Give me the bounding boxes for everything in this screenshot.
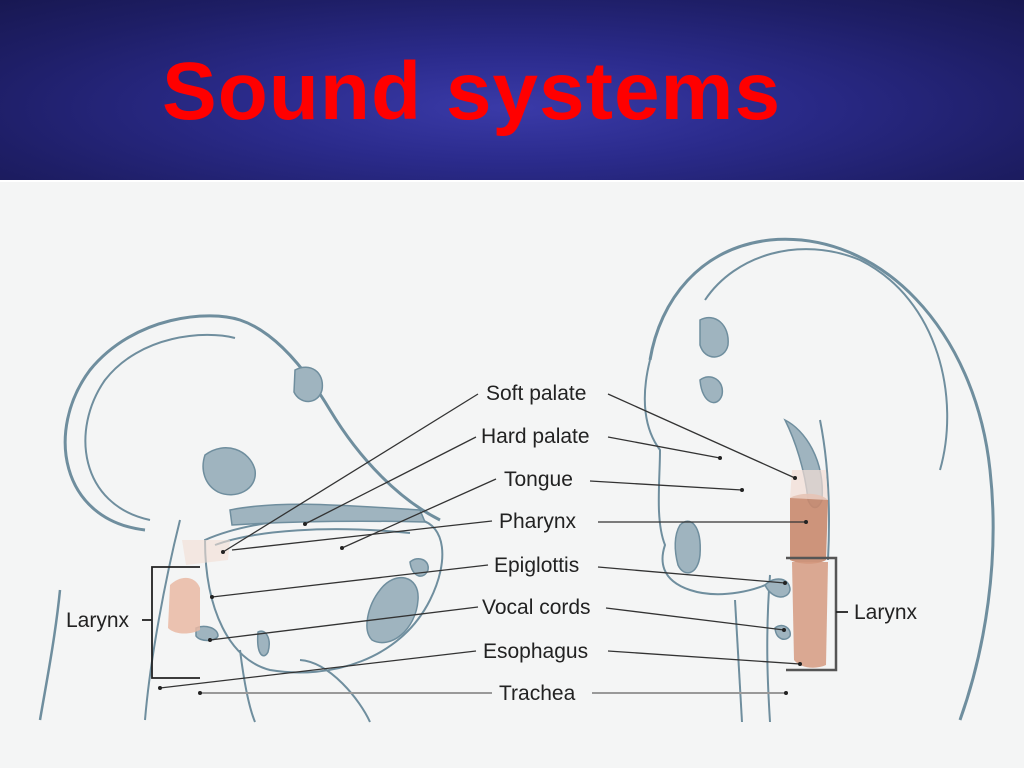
label-tongue: Tongue <box>504 468 573 491</box>
label-hard-palate: Hard palate <box>481 425 590 448</box>
anatomy-diagram: Soft palate Hard palate Tongue Pharynx E… <box>38 237 995 723</box>
right-pharynx-highlight <box>790 493 828 564</box>
label-vocal-cords: Vocal cords <box>482 596 591 619</box>
left-pharynx-highlight <box>182 540 230 565</box>
left-head-tissue <box>195 366 429 657</box>
right-head-illustration <box>643 237 995 723</box>
right-pharynx-fade <box>790 470 828 500</box>
slide-title: Sound systems <box>162 46 782 137</box>
diagram-background <box>0 182 1024 768</box>
left-larynx-highlight <box>168 577 200 634</box>
left-head-illustration <box>38 314 444 723</box>
leader-dots <box>158 456 808 695</box>
label-larynx-left: Larynx <box>66 609 130 632</box>
label-epiglottis: Epiglottis <box>494 554 579 577</box>
label-pharynx: Pharynx <box>499 510 577 533</box>
leader-lines <box>142 393 848 694</box>
label-esophagus: Esophagus <box>483 640 588 663</box>
label-trachea: Trachea <box>499 682 576 705</box>
title-banner: Sound systems <box>0 0 1024 180</box>
label-larynx-right: Larynx <box>854 601 918 624</box>
right-larynx-highlight <box>792 562 828 668</box>
label-soft-palate: Soft palate <box>486 382 586 405</box>
